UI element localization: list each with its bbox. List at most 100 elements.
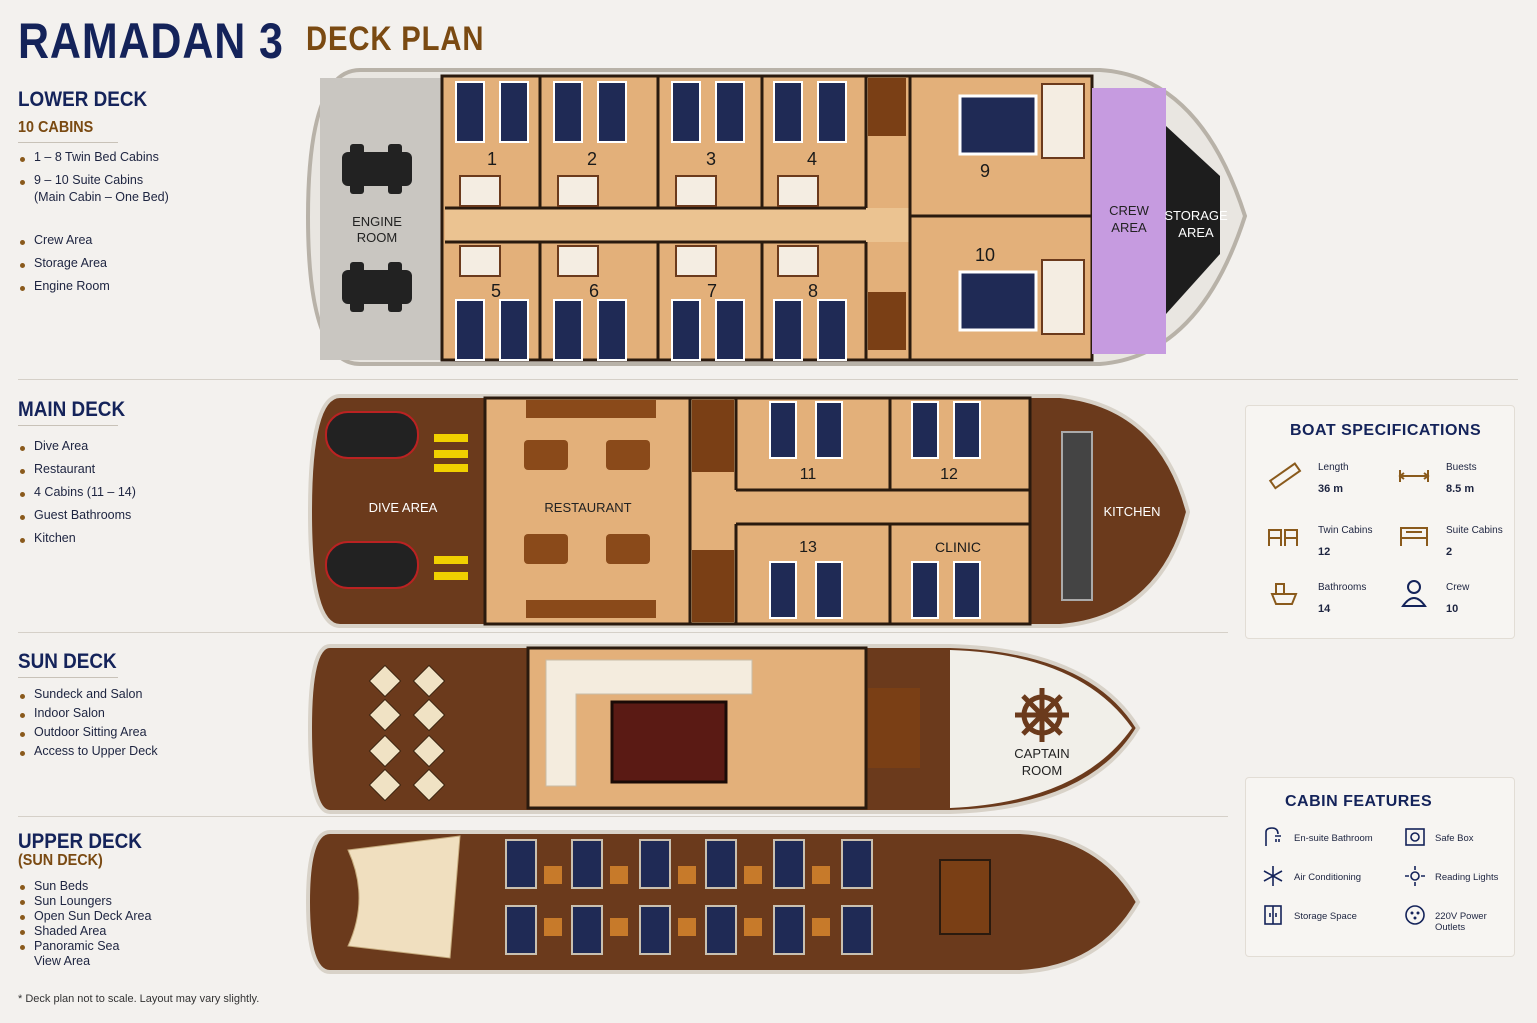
list-item: Shaded Area: [18, 924, 151, 938]
lower-deck-rule: [18, 142, 118, 143]
list-item: Open Sun Deck Area: [18, 909, 151, 923]
clinic-label: CLINIC: [935, 539, 981, 555]
list-item: 9 – 10 Suite Cabins: [18, 173, 169, 187]
twin-beds-upper: [455, 81, 847, 143]
shower-icon: [1265, 827, 1281, 846]
sun-deck-rule: [18, 677, 118, 678]
restaurant-floor: [483, 396, 692, 626]
salon-rug: [610, 700, 728, 784]
cabin-number: 7: [707, 281, 717, 301]
twin-beds-lower: [455, 299, 847, 361]
lower-deck-plan: ENGINE ROOM 1 2 3 4 5 6 7 8: [305, 68, 1248, 366]
dive-boat-icon: [325, 411, 419, 589]
lower-deck-subtitle: 10 CABINS: [18, 119, 94, 136]
crew-area-label: CREW: [1109, 203, 1149, 218]
wardrobe-icon: [1264, 905, 1282, 925]
cabin-walls: [445, 76, 1092, 360]
crew-area: [1092, 88, 1166, 354]
cabin-number: 13: [799, 539, 817, 556]
spec-label: Suite Cabins: [1446, 525, 1503, 536]
list-item: Sun Loungers: [18, 894, 151, 908]
restaurant-label: RESTAURANT: [544, 500, 631, 515]
feature-storage-space: Storage Space: [1294, 911, 1357, 922]
spec-label: Crew: [1446, 582, 1470, 593]
list-item: 1 – 8 Twin Bed Cabins: [18, 150, 169, 164]
engine-room-label: ROOM: [357, 230, 397, 245]
list-item: Sun Beds: [18, 879, 151, 893]
feature-air-conditioning: Air Conditioning: [1294, 872, 1362, 883]
spec-value: 8.5 m: [1446, 483, 1475, 495]
outlet-icon: [1405, 905, 1425, 925]
spec-label: Bathrooms: [1318, 582, 1367, 593]
list-item: Guest Bathrooms: [18, 508, 136, 522]
main-cabin-beds: [769, 401, 981, 619]
deck-separator: [18, 632, 1228, 633]
spec-value: 36 m: [1318, 483, 1344, 495]
side-tables: [544, 866, 830, 936]
ship-wheel-icon: [1015, 688, 1069, 742]
list-item: Crew Area: [18, 233, 169, 247]
main-stairs: [692, 400, 734, 472]
spec-value: 10: [1446, 603, 1459, 615]
upper-deck-list: Sun Beds Sun Loungers Open Sun Deck Area…: [18, 879, 151, 969]
restaurant-tables: [524, 400, 656, 618]
list-item: Storage Area: [18, 256, 169, 270]
list-item: Outdoor Sitting Area: [18, 725, 158, 739]
light-icon: [1405, 866, 1425, 886]
engine-room-floor: [320, 78, 442, 360]
storage-area-label: AREA: [1178, 225, 1214, 240]
suite-beds: [958, 83, 1085, 335]
spec-crew: Crew 10: [1446, 582, 1469, 615]
boat-name-title: RAMADAN 3: [18, 13, 284, 69]
feature-power-outlets: 220V Power Outlets: [1435, 911, 1487, 933]
upper-deck-subtitle: (SUN DECK): [18, 852, 103, 869]
width-arrows-icon: [1398, 470, 1430, 482]
shade-sail: [347, 835, 461, 959]
list-item: Sundeck and Salon: [18, 687, 158, 701]
sun-deck-title: SUN DECK: [18, 650, 117, 673]
safe-icon: [1405, 828, 1425, 846]
list-item: (Main Cabin – One Bed): [34, 190, 169, 204]
engine-icon: [342, 144, 412, 312]
deck-separator: [18, 816, 1228, 817]
list-item: Kitchen: [18, 531, 136, 545]
cabin-number: 4: [807, 149, 817, 169]
engine-room-label: ENGINE: [352, 214, 402, 229]
list-item: Access to Upper Deck: [18, 744, 158, 758]
cabin-number: 10: [975, 245, 995, 265]
sun-beds: [505, 839, 873, 955]
cabin-features-title: CABIN FEATURES: [1285, 793, 1433, 810]
upper-deck-title: UPPER DECK: [18, 830, 142, 853]
cabin-number: 5: [491, 281, 501, 301]
upper-deck-plan: [305, 830, 1141, 974]
main-deck-list: Dive Area Restaurant 4 Cabins (11 – 14) …: [18, 439, 136, 554]
list-item: Panoramic Sea: [18, 939, 151, 953]
spec-value: 2: [1446, 546, 1453, 558]
ruler-icon: [1268, 462, 1302, 490]
salon-sofa: [545, 659, 753, 787]
cabin-bathrooms: [459, 175, 819, 277]
bathroom-icon: [1270, 583, 1298, 605]
main-stairs: [692, 550, 734, 622]
spec-suite-cabins: Suite Cabins 2: [1446, 525, 1503, 558]
snowflake-icon: [1263, 866, 1283, 886]
person-icon: [1401, 580, 1427, 607]
footnote: * Deck plan not to scale. Layout may var…: [18, 993, 260, 1005]
main-deck-rule: [18, 425, 118, 426]
feature-safe-box: Safe Box: [1435, 833, 1474, 844]
crew-area-label: AREA: [1111, 220, 1147, 235]
cabin-features-panel: CABIN FEATURES En-suite Bathroom Safe Bo…: [1245, 777, 1515, 957]
list-item: Indoor Salon: [18, 706, 158, 720]
list-item: View Area: [34, 954, 91, 968]
storage-area-label: STORAGE: [1164, 208, 1228, 223]
spec-label: Twin Cabins: [1318, 525, 1373, 536]
cabin-number: 12: [940, 466, 958, 483]
lower-deck-title: LOWER DECK: [18, 88, 148, 111]
kitchen-counter: [1061, 431, 1093, 601]
sun-deck-plan: CAPTAIN ROOM: [307, 644, 1141, 814]
sun-deck-list: Sundeck and Salon Indoor Salon Outdoor S…: [18, 687, 158, 763]
